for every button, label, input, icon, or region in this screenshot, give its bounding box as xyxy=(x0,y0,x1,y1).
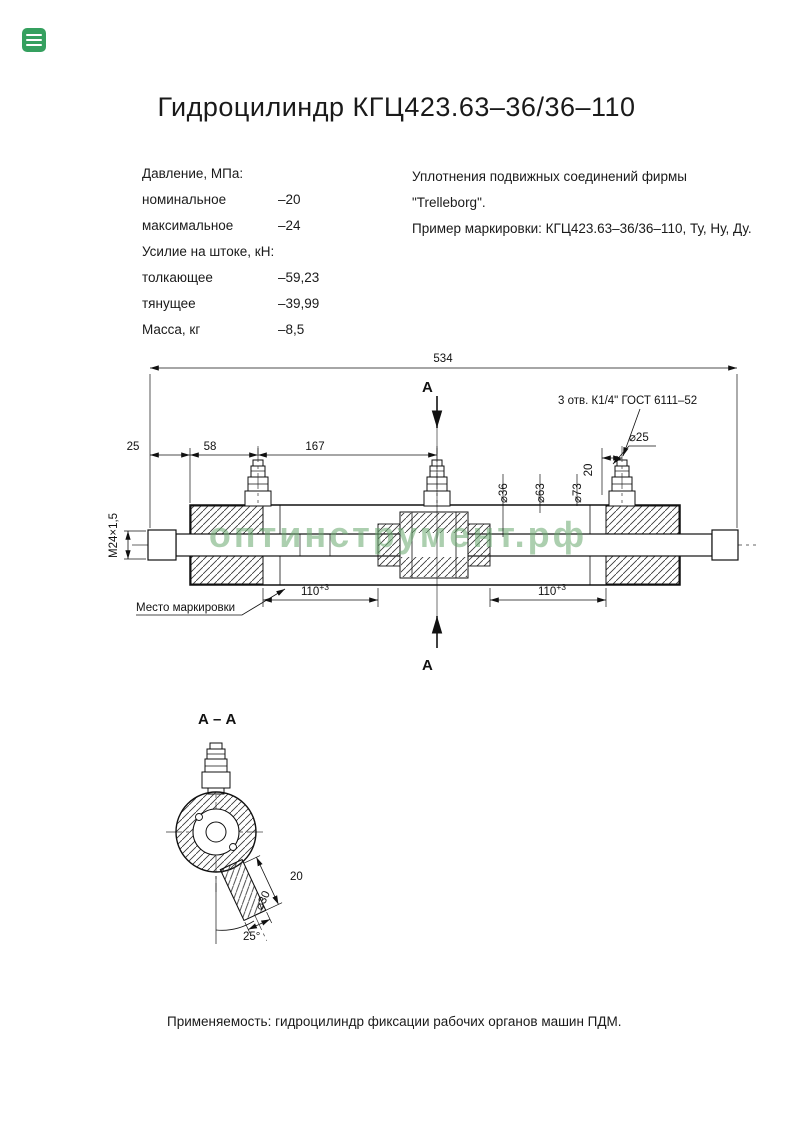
spec-row: толкающее –59,23 xyxy=(142,264,402,290)
spec-label: тянущее xyxy=(142,295,196,311)
dim-110-left: 110+3 xyxy=(262,582,379,607)
dia-63-text: ⌀63 xyxy=(535,483,547,503)
spec-value: –8,5 xyxy=(278,321,305,337)
section-angle-dim: 25° xyxy=(215,876,260,944)
dim-25-text: 25 xyxy=(127,441,140,453)
spec-label: Масса, кг xyxy=(142,321,201,337)
dim-534: 534 xyxy=(149,353,738,528)
menu-icon-bar xyxy=(26,44,42,46)
spec-value: –59,23 xyxy=(278,269,320,285)
menu-icon-bar xyxy=(26,34,42,36)
section-view: А – А xyxy=(166,711,303,944)
section-title: А – А xyxy=(198,711,237,728)
spec-label: номинальное xyxy=(142,191,227,207)
dim-167-text: 167 xyxy=(305,441,324,453)
thread-text: М24×1,5 xyxy=(108,513,120,558)
notes-block: Уплотнения подвижных соединений фирмы "T… xyxy=(412,164,777,242)
ports-note: 3 отв. К1/4" ГОСТ 6111–52 xyxy=(558,395,697,457)
spec-row: максимальное –24 xyxy=(142,212,402,238)
marking-label-text: Место маркировки xyxy=(136,602,235,614)
dia-73-text: ⌀73 xyxy=(572,483,584,503)
dim-110-right-text: 110+3 xyxy=(538,582,566,598)
note-line: Уплотнения подвижных соединений фирмы xyxy=(412,169,687,184)
note-line: Пример маркировки: КГЦ423.63–36/36–110, … xyxy=(412,221,752,236)
spec-row: Усилие на штоке, кН: xyxy=(142,238,402,264)
thread-label: М24×1,5 xyxy=(108,513,146,560)
marking-callout: Место маркировки xyxy=(136,588,286,616)
spec-label: максимальное xyxy=(142,217,234,233)
dia-25-callout: ⌀25 xyxy=(612,432,656,465)
port-fitting-left xyxy=(244,446,272,507)
dim-110-right: 110+3 xyxy=(489,582,607,607)
dim-25-58-167: 25 58 167 xyxy=(127,441,438,503)
spec-value: –24 xyxy=(278,217,301,233)
applicability-note: Применяемость: гидроцилиндр фиксации раб… xyxy=(167,1014,622,1029)
dim-58-text: 58 xyxy=(204,441,217,453)
note-line: "Trelleborg". xyxy=(412,195,486,210)
spec-value: –39,99 xyxy=(278,295,320,311)
spec-row: тянущее –39,99 xyxy=(142,290,402,316)
section-port-fitting xyxy=(201,742,231,795)
section-body xyxy=(175,791,257,873)
section-dim-20-text: 20 xyxy=(290,871,303,883)
section-cut-line: А А xyxy=(422,379,443,674)
spec-label: Давление, МПа: xyxy=(142,165,244,181)
menu-icon-bar xyxy=(26,39,42,41)
spec-value: –20 xyxy=(278,191,301,207)
spec-row: Давление, МПа: xyxy=(142,160,402,186)
spec-row: номинальное –20 xyxy=(142,186,402,212)
dim-110-left-text: 110+3 xyxy=(301,582,329,598)
section-letter-top: А xyxy=(422,379,433,396)
spec-label: Усилие на штоке, кН: xyxy=(142,243,275,259)
diameter-labels: ⌀36 ⌀63 ⌀73 xyxy=(498,474,584,537)
piston-assembly xyxy=(377,511,491,579)
main-view: оптинструмент.рф 534 А А xyxy=(108,353,756,674)
dim-534-text: 534 xyxy=(433,353,453,365)
spec-table: Давление, МПа: номинальное –20 максимальн… xyxy=(142,160,402,342)
spec-label: толкающее xyxy=(142,269,213,285)
section-tail xyxy=(219,855,283,941)
port-fitting-right xyxy=(608,446,636,507)
menu-icon[interactable] xyxy=(22,28,46,52)
dim-20-text: 20 xyxy=(583,464,595,477)
spec-row: Масса, кг –8,5 xyxy=(142,316,402,342)
dia-25-text: ⌀25 xyxy=(629,432,649,444)
dia-36-text: ⌀36 xyxy=(498,483,510,503)
page-title: Гидроцилиндр КГЦ423.63–36/36–110 xyxy=(157,92,636,122)
ports-note-text: 3 отв. К1/4" ГОСТ 6111–52 xyxy=(558,395,697,407)
watermark: оптинструмент.рф xyxy=(209,514,587,555)
section-letter-bottom: А xyxy=(422,657,433,674)
angle-25-text: 25° xyxy=(243,931,260,943)
